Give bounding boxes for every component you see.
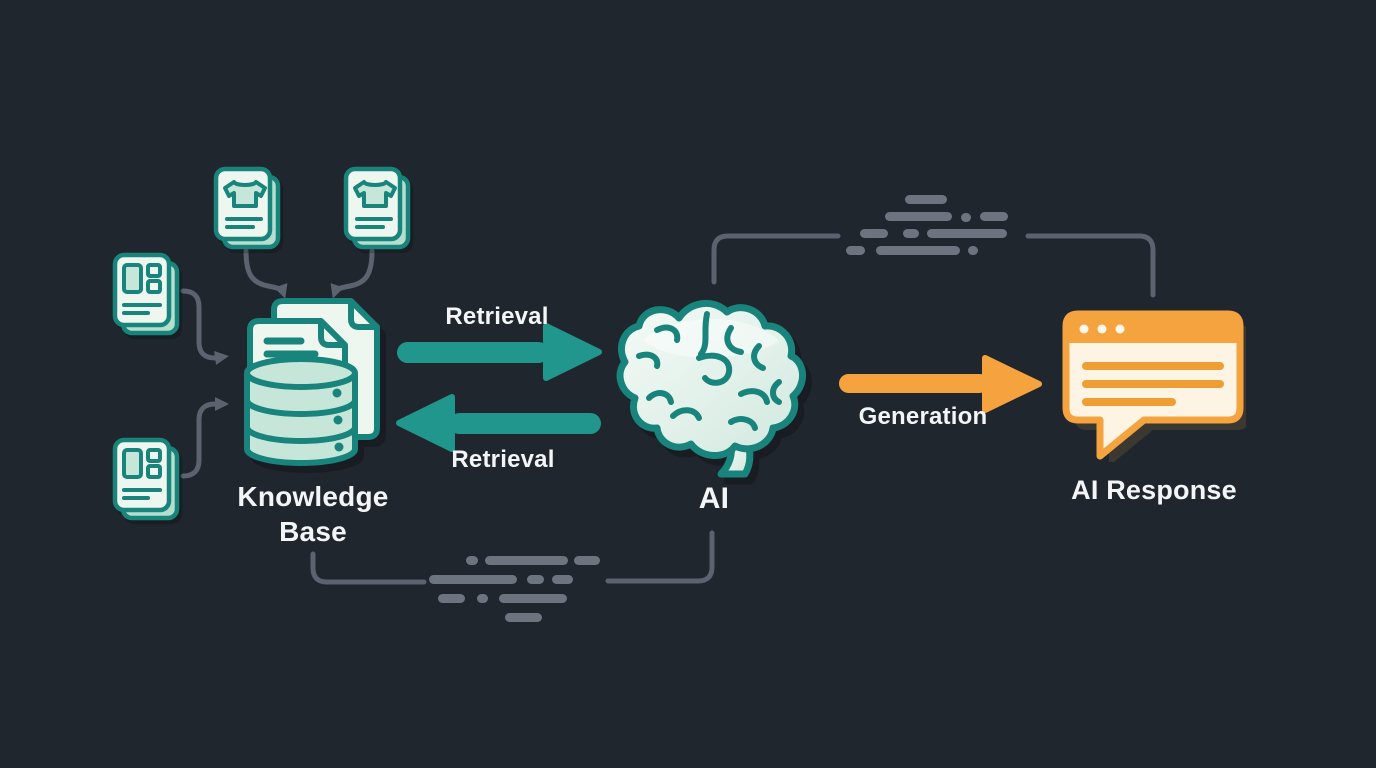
text-dash — [485, 556, 568, 565]
generation-label: Generation — [858, 403, 988, 430]
generation-arrow — [839, 355, 1042, 413]
retrieval-label-bottom: Retrieval — [451, 446, 555, 473]
catalog-page-icon — [112, 437, 180, 521]
text-dash — [429, 575, 517, 584]
brain-icon — [616, 300, 806, 478]
node-catalog-doc-1 — [110, 252, 182, 338]
doc-arrow-2 — [330, 248, 375, 299]
text-dash — [961, 213, 971, 222]
node-catalog-doc-2 — [110, 437, 182, 523]
text-dash — [466, 556, 478, 565]
text-dash — [980, 212, 1008, 221]
text-dash — [438, 594, 465, 603]
text-dash — [927, 229, 1007, 238]
text-dash — [552, 575, 573, 584]
catalog-page-icon — [112, 252, 180, 336]
product-sheet-icon — [343, 166, 411, 250]
node-ai-response — [1060, 310, 1249, 466]
retrieval-label-top: Retrieval — [445, 303, 549, 330]
doc-arrow-4 — [180, 397, 229, 479]
connector-bottom-left — [310, 551, 427, 585]
retrieval-arrow-right — [397, 323, 602, 381]
connector-bottom-right — [605, 530, 715, 584]
text-dash — [505, 613, 542, 622]
node-ai — [613, 296, 815, 482]
ai-response-label: AI Response — [1071, 475, 1237, 505]
text-dash — [885, 212, 952, 221]
text-dash — [968, 246, 978, 255]
ai-label: AI — [698, 482, 730, 515]
text-dash — [876, 246, 960, 255]
text-dash — [905, 195, 947, 204]
product-sheet-icon — [213, 166, 281, 250]
retrieval-arrow-left — [396, 394, 601, 452]
doc-arrow-3 — [180, 288, 229, 365]
text-dash — [860, 229, 888, 238]
tshirt-icon — [353, 180, 397, 208]
knowledge-base-label: Knowledge Base — [237, 481, 389, 547]
connector-top-right — [1025, 233, 1156, 298]
node-product-doc-2 — [341, 166, 413, 252]
chat-bubble-icon — [1062, 310, 1249, 466]
node-product-doc-1 — [211, 166, 283, 252]
database-documents-icon — [244, 298, 380, 466]
bubble-header-bar — [1067, 315, 1239, 343]
node-knowledge-base — [241, 297, 381, 467]
text-dash — [574, 556, 600, 565]
text-dash — [499, 594, 567, 603]
connector-top-left — [711, 233, 841, 285]
text-dash — [846, 246, 865, 255]
tshirt-icon — [223, 180, 267, 208]
text-dash — [527, 575, 544, 584]
doc-arrow-1 — [243, 248, 288, 299]
text-dash — [477, 594, 488, 603]
text-dash — [903, 229, 919, 238]
